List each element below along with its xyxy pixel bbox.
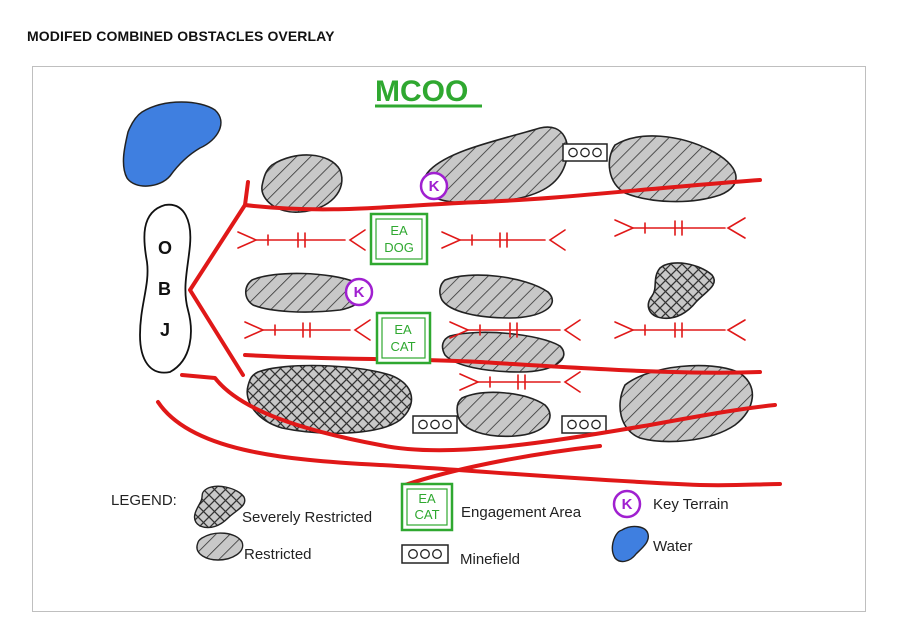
avenue-of-approach: [614, 319, 746, 341]
legend-water-icon: [611, 525, 650, 563]
legend-engagement-area-label: Engagement Area: [461, 504, 582, 521]
corridor-arrow-to-objective: [188, 180, 250, 377]
legend-restricted-label: Restricted: [244, 546, 312, 563]
legend-key-terrain-letter: K: [622, 496, 633, 513]
legend-key-terrain-icon: K: [612, 489, 642, 519]
key-terrain-letter: K: [354, 284, 365, 301]
minefield: [412, 415, 458, 434]
restricted-terrain: [261, 154, 343, 213]
avenue-of-approach: [244, 319, 371, 341]
legend-minefield-icon: [401, 544, 449, 564]
engagement-area-cat-line1: EA: [394, 322, 412, 337]
key-terrain-marker: K: [419, 171, 449, 201]
avenue-of-approach: [614, 217, 746, 239]
objective-letter-o: O: [158, 238, 172, 258]
page-title: MODIFED COMBINED OBSTACLES OVERLAY: [27, 28, 335, 44]
engagement-area-dog: EA DOG: [369, 212, 429, 266]
water-area: [122, 101, 222, 187]
restricted-terrain: [439, 274, 554, 319]
avenue-of-approach: [459, 371, 581, 393]
mobility-corridor-south: [180, 373, 777, 453]
key-terrain-letter: K: [429, 178, 440, 195]
restricted-terrain: [244, 272, 366, 313]
engagement-area-cat: EA CAT: [375, 311, 432, 365]
legend-ea-line2: CAT: [414, 507, 439, 522]
objective-letter-b: B: [158, 279, 171, 299]
legend-ea-line1: EA: [418, 491, 436, 506]
legend-restricted-icon: [196, 532, 244, 561]
mobility-corridor-far-south: [156, 400, 782, 488]
severely-restricted-terrain: [647, 262, 715, 320]
legend-severely-restricted-label: Severely Restricted: [242, 509, 372, 526]
mobility-corridor-center: [243, 353, 762, 375]
key-terrain-marker: K: [344, 277, 374, 307]
engagement-area-cat-line2: CAT: [390, 339, 415, 354]
legend-engagement-area-icon: EA CAT: [400, 482, 454, 532]
mcoo-title: MCOO: [375, 75, 468, 108]
restricted-terrain: [456, 391, 551, 438]
minefield: [561, 415, 607, 434]
legend-heading: LEGEND:: [111, 492, 177, 509]
legend-key-terrain-label: Key Terrain: [653, 496, 729, 513]
legend-severely-restricted-icon: [193, 485, 246, 529]
objective-letter-j: J: [160, 320, 170, 340]
mobility-corridor-cross: [403, 444, 602, 487]
severely-restricted-terrain: [246, 364, 413, 435]
avenue-of-approach: [441, 229, 566, 251]
avenue-of-approach: [449, 319, 581, 341]
engagement-area-dog-line1: EA: [390, 223, 408, 238]
restricted-terrain: [619, 364, 754, 443]
minefield: [562, 143, 608, 162]
mobility-corridor-north: [243, 178, 762, 212]
avenue-of-approach: [237, 229, 366, 251]
engagement-area-dog-line2: DOG: [384, 240, 414, 255]
legend-minefield-label: Minefield: [460, 551, 520, 568]
legend-water-label: Water: [653, 538, 692, 555]
objective-area: [139, 203, 192, 374]
